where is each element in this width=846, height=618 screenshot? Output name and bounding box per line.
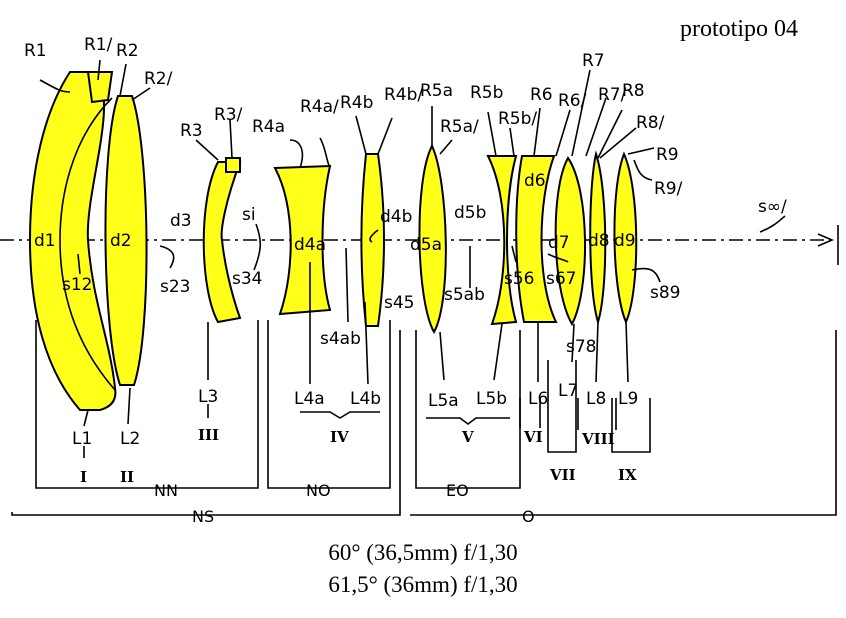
label-R3: R3 <box>180 121 203 141</box>
roman-IV: IV <box>330 428 349 446</box>
lens-L1-rim <box>86 71 114 104</box>
roman-III: III <box>198 426 219 444</box>
leader-lines <box>39 59 786 458</box>
lens-L1 <box>28 71 117 411</box>
roman-V: V <box>461 428 474 446</box>
lens-labels: L1 L2 L3 L4a L4b L5a L5b L6 L7 L8 L9 <box>72 381 638 449</box>
axis-arrow <box>817 233 835 247</box>
lens-L3-rim <box>225 157 241 173</box>
label-d7: d7 <box>548 233 570 253</box>
label-R2: R2 <box>116 41 139 61</box>
label-d1: d1 <box>34 231 56 251</box>
group-names: NN NO EO NS O <box>154 481 535 526</box>
label-s34: s34 <box>232 269 263 289</box>
lens-L5a <box>418 143 447 335</box>
label-L2: L2 <box>120 429 140 449</box>
label-R5ap: R5a/ <box>440 117 479 137</box>
label-s4ab: s4ab <box>320 329 361 349</box>
label-L4a: L4a <box>294 389 325 409</box>
roman-I: I <box>80 468 87 486</box>
label-s12: s12 <box>62 275 93 295</box>
spacing-labels: s12 s23 si s34 s4ab s45 s5ab s56 s67 s78… <box>62 197 787 357</box>
label-R5a: R5a <box>420 81 453 101</box>
label-R5b: R5b <box>470 83 503 103</box>
label-R6p: R6/ <box>558 91 587 111</box>
label-d5b: d5b <box>454 203 486 223</box>
label-R4bp: R4b/ <box>384 85 423 105</box>
label-L7: L7 <box>558 381 578 401</box>
label-R4ap: R4a/ <box>300 97 339 117</box>
label-R3p: R3/ <box>214 105 243 125</box>
group-O: O <box>522 507 535 526</box>
label-si: si <box>242 205 256 225</box>
caption-line-1: 60° (36,5mm) f/1,30 <box>328 540 518 565</box>
caption-line-2: 61,5° (36mm) f/1,30 <box>328 572 518 597</box>
label-d6: d6 <box>524 171 546 191</box>
label-R1: R1 <box>24 41 47 61</box>
label-L9: L9 <box>618 389 638 409</box>
label-L5b: L5b <box>476 389 507 409</box>
roman-VIII: VIII <box>581 430 615 448</box>
group-NS: NS <box>192 507 214 526</box>
lens-L5b <box>486 155 518 326</box>
label-d8: d8 <box>588 231 610 251</box>
lens-L4a <box>273 164 332 316</box>
label-R5bp: R5b/ <box>498 109 537 129</box>
roman-II: II <box>120 468 134 486</box>
label-s5ab: s5ab <box>444 285 485 305</box>
label-L5a: L5a <box>428 391 459 411</box>
label-s23: s23 <box>160 277 191 297</box>
label-d5a: d5a <box>410 235 442 255</box>
label-L8: L8 <box>586 389 606 409</box>
label-L6: L6 <box>528 389 548 409</box>
label-R8p: R8/ <box>636 113 665 133</box>
roman-IX: IX <box>618 466 637 484</box>
lens-L3 <box>202 161 242 324</box>
label-R8: R8 <box>622 81 645 101</box>
radius-labels: R1 R1/ R2 R2/ R3 R3/ R4a R4a/ R4b R4b/ R… <box>24 35 683 199</box>
label-d2: d2 <box>110 231 132 251</box>
label-R6: R6 <box>530 85 553 105</box>
lens-L7 <box>554 156 586 327</box>
label-s67: s67 <box>546 269 577 289</box>
label-d9: d9 <box>614 231 636 251</box>
label-R7p: R7/ <box>598 85 627 105</box>
prototype-label: prototipo 04 <box>680 16 798 42</box>
lens-L2 <box>104 95 148 386</box>
label-s78: s78 <box>566 337 597 357</box>
lens-L4b <box>360 153 385 327</box>
label-R7: R7 <box>582 51 605 71</box>
label-d4b: d4b <box>380 207 412 227</box>
surface-R1-inner <box>59 97 116 391</box>
roman-VII: VII <box>549 466 576 484</box>
label-R9p: R9/ <box>654 179 683 199</box>
label-R9: R9 <box>656 145 679 165</box>
group-brackets <box>11 320 837 516</box>
group-EO: EO <box>446 481 469 500</box>
label-R4a: R4a <box>252 117 285 137</box>
lens-L6 <box>515 155 558 323</box>
label-L4b: L4b <box>350 389 381 409</box>
label-d3: d3 <box>170 211 192 231</box>
label-R2p: R2/ <box>144 69 173 89</box>
group-NN: NN <box>154 481 178 500</box>
thickness-labels: d1 d2 d3 d4a d4b d5a d5b d6 d7 d8 d9 <box>34 171 636 255</box>
roman-VI: VI <box>523 428 543 446</box>
label-d4a: d4a <box>294 235 326 255</box>
label-s-inf: s∞/ <box>758 197 787 217</box>
label-L3: L3 <box>198 387 218 407</box>
label-R4b: R4b <box>340 93 373 113</box>
label-L1: L1 <box>72 429 92 449</box>
label-R1p: R1/ <box>84 35 113 55</box>
label-s45: s45 <box>384 293 415 313</box>
label-s89: s89 <box>650 283 681 303</box>
group-NO: NO <box>306 481 331 500</box>
group-numerals: I II III IV V VI VII VIII IX <box>80 426 637 486</box>
label-s56: s56 <box>504 269 535 289</box>
